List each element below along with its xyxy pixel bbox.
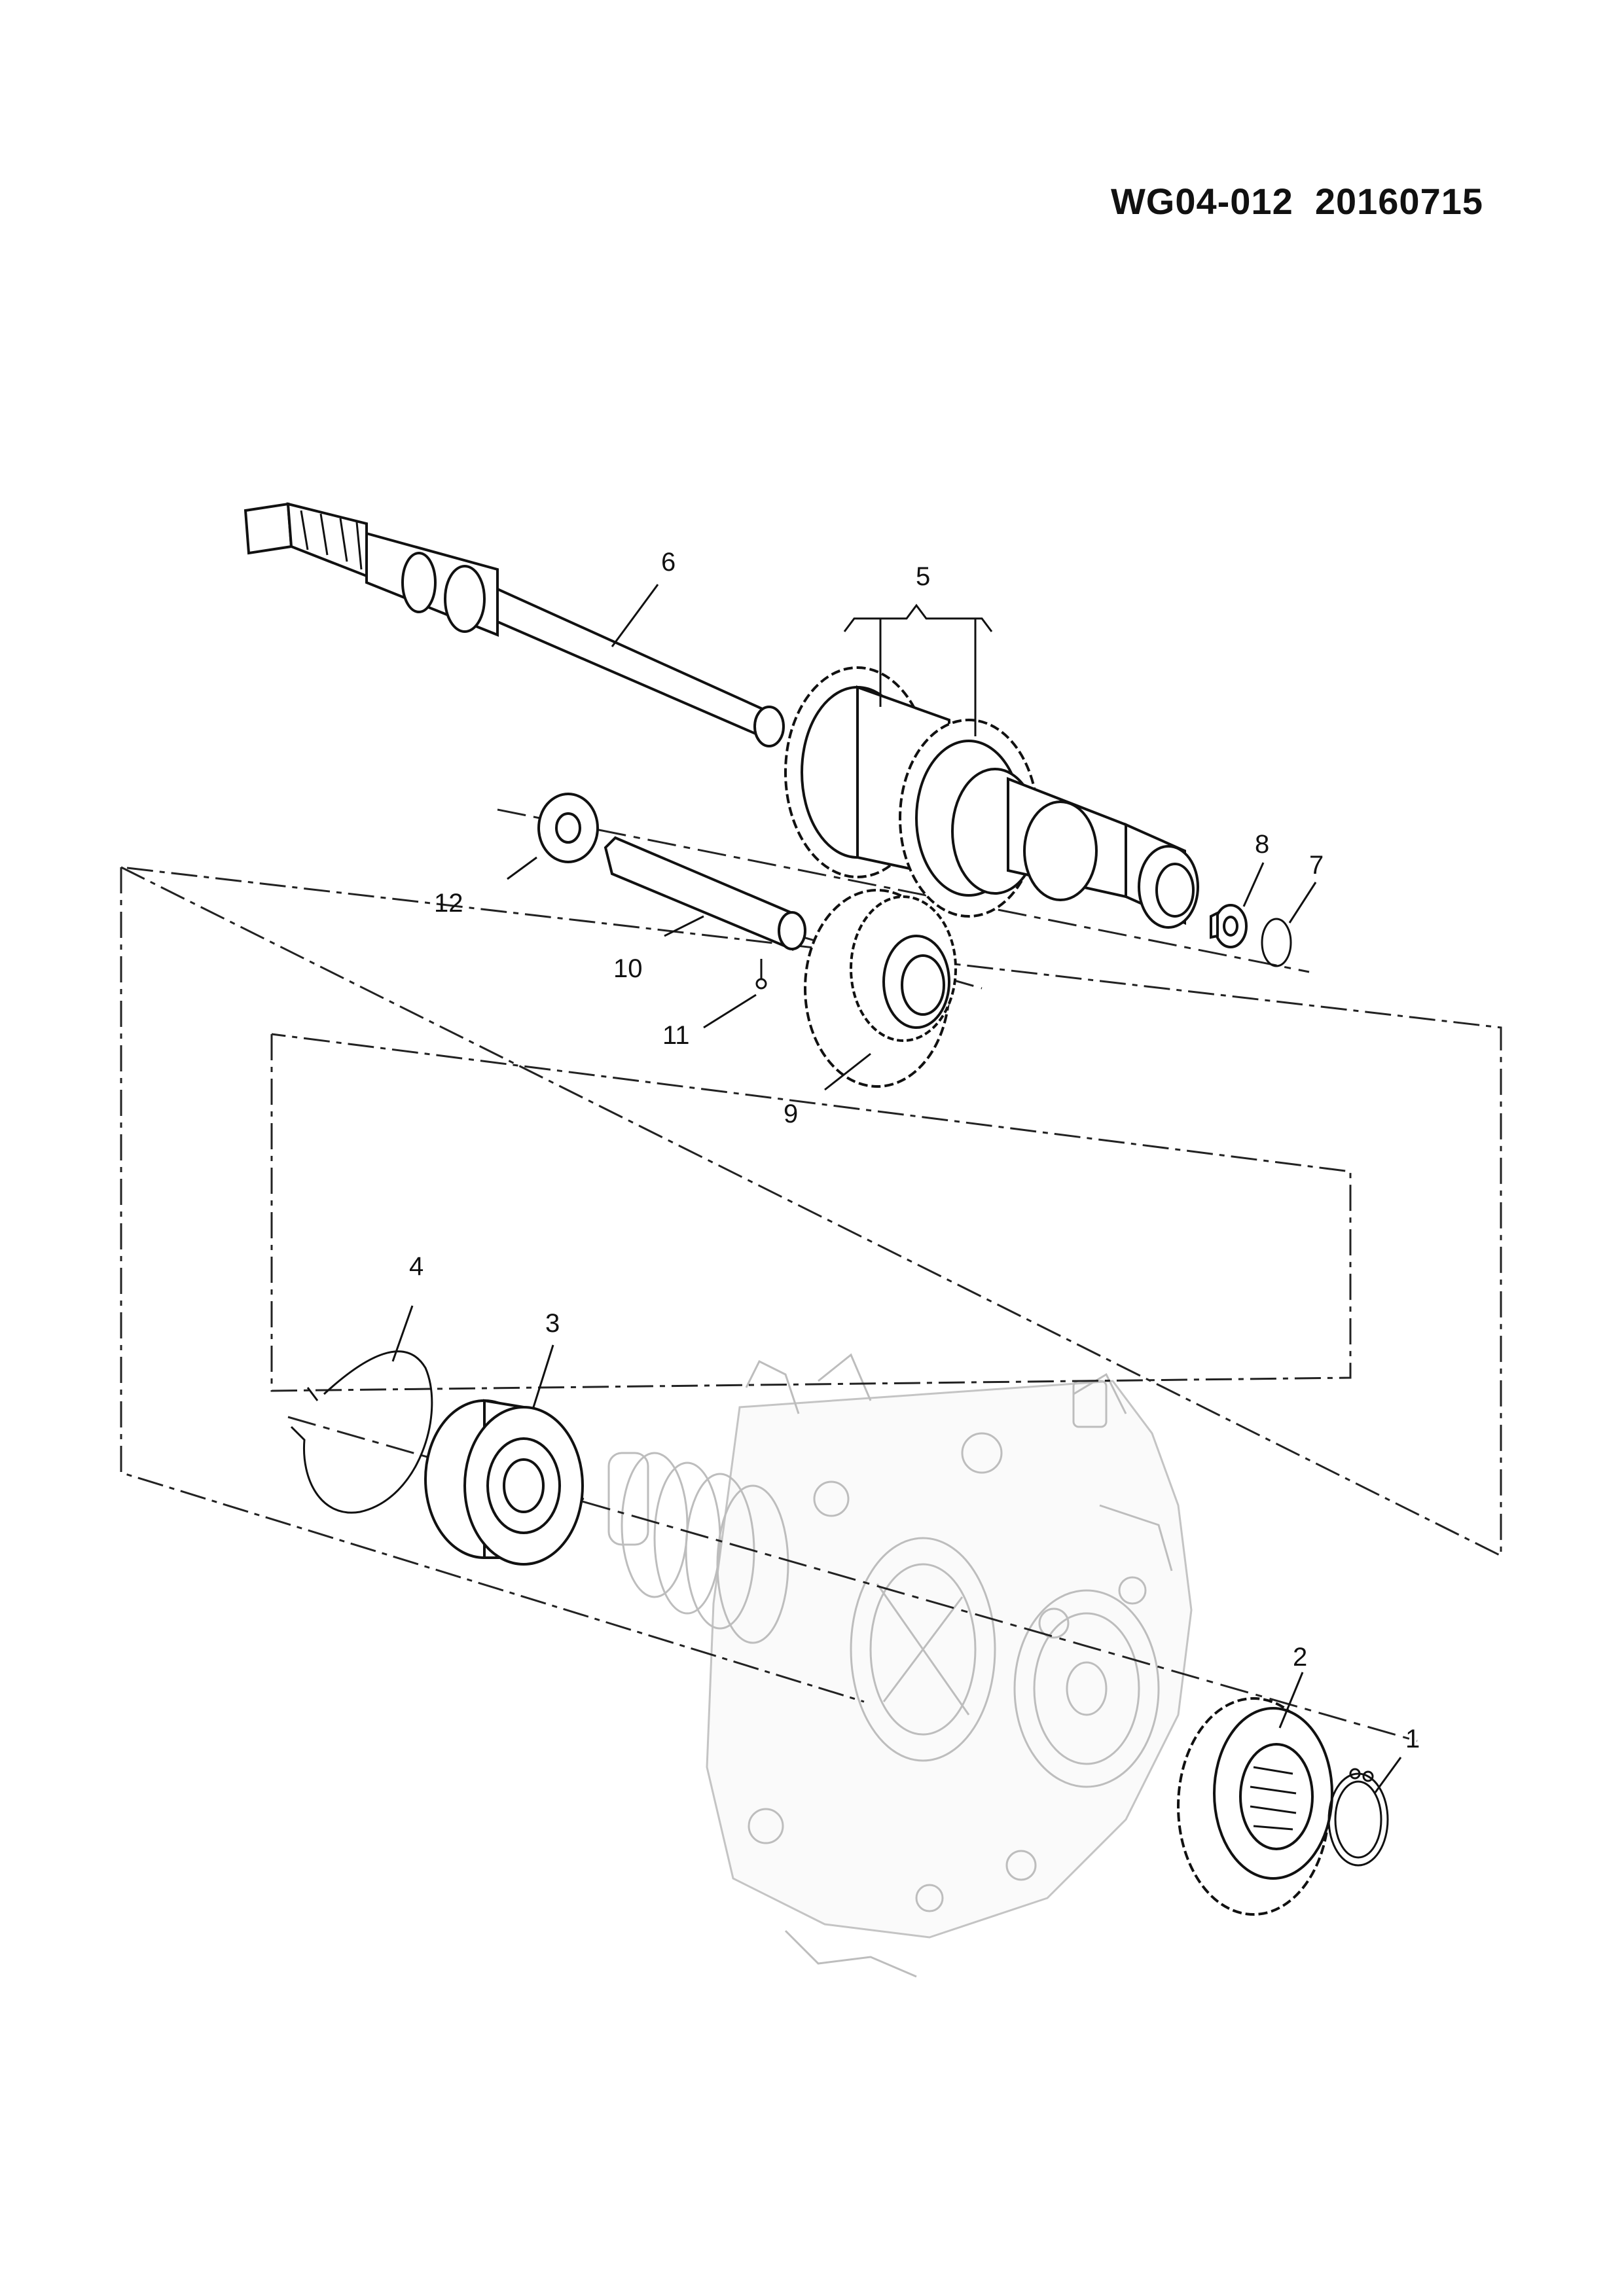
thrust-washer	[537, 793, 599, 863]
gear-cluster	[784, 666, 1199, 929]
main-shaft	[244, 502, 785, 747]
callout-5: 5	[916, 562, 930, 591]
callout-12: 12	[434, 889, 463, 918]
callout-1: 1	[1405, 1725, 1420, 1753]
callout-7: 7	[1309, 851, 1324, 880]
nut	[1210, 904, 1248, 948]
snap-ring-small	[1261, 918, 1292, 967]
transmission-housing-ghost	[607, 1353, 1193, 1978]
diagram-code: WG04-012 20160715	[1110, 181, 1483, 222]
bracket-5	[843, 603, 993, 736]
ball-bearing	[424, 1399, 585, 1566]
callout-labels: 1 2 3 4 5 6 7 8 9 10 11 12	[409, 548, 1420, 1753]
snap-ring-output	[1327, 1768, 1389, 1867]
callout-10: 10	[613, 954, 643, 983]
reverse-idler-gear	[804, 889, 957, 1088]
callout-11: 11	[662, 1021, 690, 1050]
callout-6: 6	[661, 548, 676, 577]
callout-2: 2	[1293, 1643, 1307, 1672]
callout-3: 3	[545, 1309, 560, 1338]
callout-9: 9	[784, 1100, 798, 1128]
leader-lines	[391, 584, 1402, 1794]
callout-8: 8	[1255, 830, 1269, 859]
idler-shaft	[604, 836, 806, 952]
callout-4: 4	[409, 1252, 424, 1281]
pin	[755, 959, 767, 990]
circlip-large	[290, 1350, 433, 1514]
output-gear	[1177, 1697, 1333, 1916]
